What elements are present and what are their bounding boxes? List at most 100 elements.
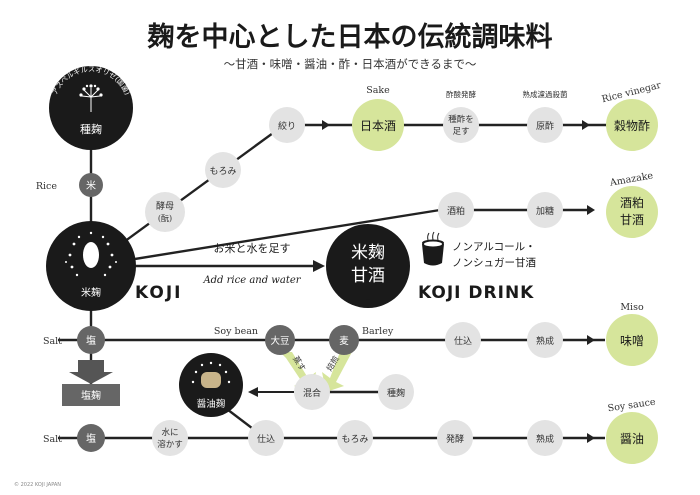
kokumotsuzu-text: 穀物酢: [614, 118, 650, 133]
copyright: © 2022 KOJI JAPAN: [14, 481, 61, 488]
koji-amazake-line1: 米麹: [351, 243, 385, 263]
koubo-text: 酵母(酛): [165, 228, 169, 231]
node-shouyu: 醤油: [606, 412, 658, 464]
node-shibori: 絞り: [269, 107, 305, 143]
node-katou: 加糖: [527, 192, 563, 228]
down-arrow-icon: [69, 360, 113, 384]
mizu-line2: 溶かす: [157, 439, 183, 450]
genzu-text: 原酢: [536, 120, 554, 132]
kome-koji-text: 米麹: [81, 286, 101, 299]
node-kongou: 混合: [294, 374, 330, 410]
arrow-heads: [313, 120, 595, 443]
daizu-text: 大豆: [270, 335, 289, 347]
node-koubo: 酵母 (酛) 酵母(酛): [145, 192, 185, 232]
node-jukusei1: 熟成: [527, 322, 563, 358]
node-miso: 味噌: [606, 314, 658, 366]
node-kokumotsuzu: 穀物酢: [606, 99, 658, 151]
jukusei-roka-label: 熟成濾過殺菌: [523, 89, 568, 99]
tanekoji2-text: 種麹: [387, 387, 405, 399]
barley-label: Barley: [362, 326, 394, 337]
sakekasu-text: 酒粕: [447, 205, 465, 217]
shikomi1-text: 仕込: [454, 335, 472, 347]
shouyu-koji-text: 醤油麹: [197, 398, 226, 410]
sakekasu-amazake-line2: 甘酒: [620, 213, 644, 227]
node-daizu: 大豆: [265, 325, 295, 355]
title: 麹を中心とした日本の伝統調味料: [147, 21, 553, 53]
node-genzu: 原酢: [527, 107, 563, 143]
node-shouyu-koji: 醤油麹: [179, 353, 243, 417]
shio2-text: 塩: [86, 432, 96, 445]
koji-drink-label: KOJI DRINK: [418, 283, 534, 303]
tane-koji-label: 種麹: [80, 122, 102, 136]
mugi-text: 麦: [339, 335, 349, 347]
node-mizu: 水に 溶かす 水に溶かす: [152, 420, 188, 456]
jukusei1-text: 熟成: [536, 335, 554, 347]
soysauce-label: Soy sauce: [607, 397, 657, 415]
shouyu-text: 醤油: [620, 431, 644, 446]
node-mugi: 麦: [329, 325, 359, 355]
node-koji-amazake: 米麹 甘酒 米麹甘酒: [326, 224, 410, 308]
salt-label2: Salt: [43, 434, 62, 445]
node-shio-koji: 塩麹: [62, 384, 120, 406]
jukusei2-text: 熟成: [536, 433, 554, 445]
tanezu-text: 種酢を足す: [461, 138, 466, 141]
moromi2-text: もろみ: [341, 434, 368, 445]
arrow-label-en: Add rice and water: [202, 275, 301, 286]
hakkou-text: 発酵: [446, 433, 464, 445]
node-tanekoji2: 種麹: [378, 374, 414, 410]
node-tane-koji: 種麹 アスペルギルスオリゼ(国菌): [49, 65, 133, 150]
mizu-text: 水に溶かす: [170, 450, 175, 453]
soy-koji-icon: [201, 372, 221, 388]
koji-label: KOJI: [135, 283, 183, 303]
salt-label1: Salt: [43, 336, 62, 347]
node-shio2: 塩: [77, 424, 105, 452]
node-moromi1: もろみ: [205, 152, 241, 188]
tanezu-line1: 種酢を: [448, 114, 474, 125]
arrow-label-ja: お米と水を足す: [214, 242, 291, 255]
koji-amazake-line2: 甘酒: [351, 266, 385, 286]
node-sakekasu: 酒粕: [438, 192, 474, 228]
node-nihonshu: 日本酒: [352, 99, 404, 151]
koubo-line1: 酵母: [156, 201, 174, 212]
nihonshu-text: 日本酒: [360, 119, 396, 133]
moromi1-text: もろみ: [209, 166, 236, 177]
shibori-text: 絞り: [278, 120, 296, 132]
node-sakekasu-amazake: 酒粕 甘酒 酒粕甘酒: [606, 186, 658, 238]
katou-text: 加糖: [536, 205, 554, 217]
aspergillus-icon: [81, 88, 101, 112]
sakekasu-amazake-text: 酒粕甘酒: [632, 233, 636, 236]
koji-spore-dots: [65, 231, 117, 277]
node-shikomi2: 仕込: [248, 420, 284, 456]
subtitle: 〜甘酒・味噌・醤油・酢・日本酒ができるまで〜: [224, 57, 477, 71]
nonalcohol-text: ノンアルコール・: [452, 241, 536, 253]
tanezu-line2: 足す: [452, 127, 469, 137]
shio-koji-text: 塩麹: [81, 389, 101, 402]
node-kome: 米: [79, 173, 103, 197]
miso-label: Miso: [620, 302, 644, 313]
koji-amazake-text: 米麹甘酒: [366, 298, 370, 301]
node-shio1: 塩: [77, 326, 105, 354]
amazake-cup-icon: [422, 231, 444, 266]
koubo-line2: (酛): [158, 214, 172, 223]
node-kome-koji: 米麹: [46, 221, 136, 311]
kongou-text: 混合: [303, 387, 321, 399]
nonsugar-text: ノンシュガー甘酒: [452, 256, 536, 269]
kome-text: 米: [86, 179, 96, 192]
sakusan-label: 酢酸発酵: [446, 89, 476, 99]
shio1-text: 塩: [86, 334, 96, 347]
node-tanezu: 種酢を 足す 種酢を足す: [443, 107, 479, 143]
shikomi2-text: 仕込: [257, 433, 275, 445]
rice-label: Rice: [36, 181, 58, 192]
node-shikomi1: 仕込: [445, 322, 481, 358]
node-moromi2: もろみ: [337, 420, 373, 456]
rice-grain-icon: [83, 242, 99, 268]
sakekasu-amazake-line1: 酒粕: [620, 195, 644, 210]
soybean-label: Soy bean: [214, 326, 258, 337]
node-jukusei2: 熟成: [527, 420, 563, 456]
miso-text: 味噌: [620, 334, 644, 348]
sake-label: Sake: [366, 85, 390, 96]
node-hakkou: 発酵: [437, 420, 473, 456]
mizu-line1: 水に: [161, 427, 178, 438]
